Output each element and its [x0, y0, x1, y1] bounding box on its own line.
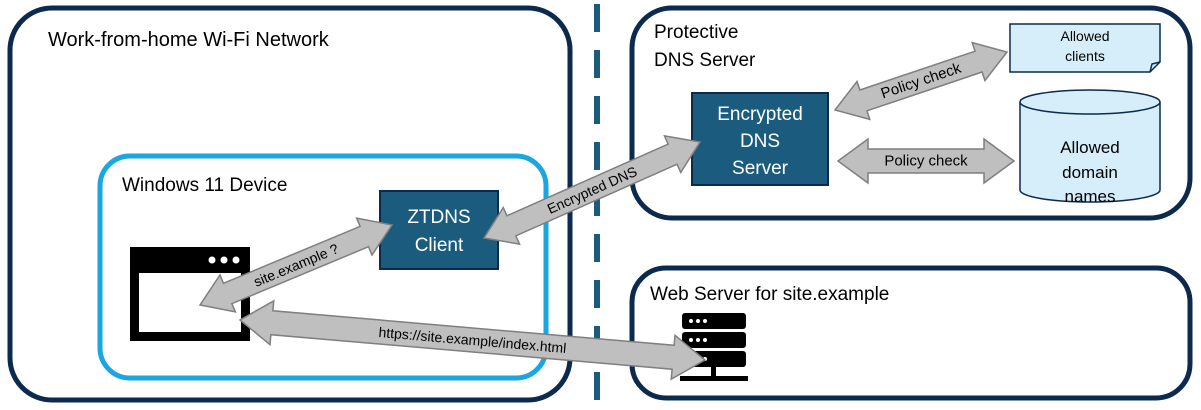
- ztdns-client-line2: Client: [415, 235, 464, 256]
- home-network-label: Work-from-home Wi-Fi Network: [48, 29, 330, 51]
- allowed-clients-line2: clients: [1065, 48, 1105, 64]
- allowed-domains-line3: names: [1064, 187, 1115, 206]
- web-server-zone-label: Web Server for site.example: [650, 284, 889, 305]
- encrypted-dns-server-box: [691, 92, 829, 186]
- policy-check-clients-arrow-shape: [833, 41, 1009, 121]
- site-query-arrow-label: site.example ?: [251, 240, 341, 290]
- allowed-clients-document: [1009, 23, 1161, 73]
- dns-server-line1: Encrypted: [717, 104, 803, 125]
- policy-check-domains-arrow-shape: [836, 137, 1016, 185]
- allowed-domains-line2: domain: [1062, 163, 1118, 182]
- ztdns-client-line1: ZTDNS: [407, 207, 470, 228]
- allowed-domains-database: [1019, 89, 1161, 203]
- protective-dns-label-2: DNS Server: [654, 50, 756, 71]
- protective-dns-label: Protective: [654, 22, 738, 43]
- policy-check-domains-arrow: Policy check: [836, 137, 1016, 185]
- web-server-zone: [629, 265, 1193, 401]
- encrypted-dns-arrow: Encrypted DNS: [482, 134, 702, 246]
- policy-check-domains-label: Policy check: [884, 153, 968, 170]
- dns-server-line3: Server: [732, 158, 789, 179]
- allowed-domains-line1: Allowed: [1060, 138, 1120, 157]
- https-arrow-shape: [238, 299, 707, 381]
- windows-device-zone: [97, 153, 549, 381]
- protective-dns-zone: [629, 5, 1193, 221]
- encrypted-dns-arrow-shape: [482, 134, 702, 246]
- ztdns-client-box: [379, 190, 499, 270]
- policy-check-clients-arrow: Policy check: [833, 41, 1009, 121]
- https-arrow: https://site.example/index.html: [238, 299, 707, 381]
- allowed-clients-line1: Allowed: [1060, 28, 1109, 44]
- site-query-arrow-shape: [198, 217, 394, 313]
- windows-device-label: Windows 11 Device: [122, 175, 287, 196]
- arrow-layer: Encrypted DNS site.example ? https://sit…: [198, 41, 1016, 381]
- dns-server-line2: DNS: [740, 131, 780, 152]
- encrypted-dns-arrow-label: Encrypted DNS: [545, 163, 640, 217]
